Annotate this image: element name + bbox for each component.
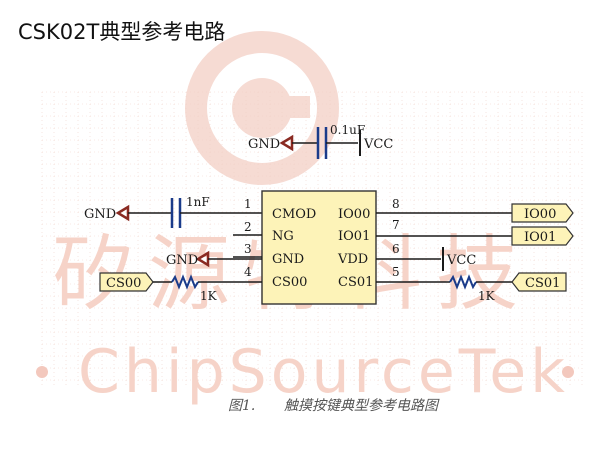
ic-pin-num-8: 8 <box>392 197 400 211</box>
io01-net: IO01 <box>376 226 574 246</box>
resistor-icon <box>449 274 477 290</box>
resistor-left-label: 1K <box>200 289 218 303</box>
ic-pin-num-6: 6 <box>392 242 400 256</box>
port-io01-label: IO01 <box>524 230 556 245</box>
watermark-english-row: ChipSourceTek <box>36 337 574 407</box>
watermark-dot-right <box>562 366 574 378</box>
ground-arrow-icon <box>115 204 130 222</box>
cs01-net: 1K CS01 <box>376 272 567 303</box>
page-title: CSK02T典型参考电路 <box>18 20 226 44</box>
ic-pin-num-1: 1 <box>244 197 252 211</box>
caption-figure-number: 图1. <box>228 398 255 414</box>
top-cap-value: 0.1uF <box>330 123 365 137</box>
vdd-net: VCC <box>376 247 476 271</box>
ic-pin-name-cmod: CMOD <box>272 207 316 222</box>
cs00-net: CS00 1K <box>99 272 262 303</box>
ic-pin-name-vdd: VDD <box>337 252 368 267</box>
top-cap-supply-label: VCC <box>363 137 393 152</box>
ic-pin-name-cs01: CS01 <box>338 275 373 290</box>
port-cs00 <box>99 272 154 292</box>
ic-pin-name-gnd: GND <box>272 252 304 267</box>
ic-pin-num-4: 4 <box>244 265 252 279</box>
ic-pin-name-cs00: CS00 <box>272 275 307 290</box>
port-io00-label: IO00 <box>524 207 556 222</box>
watermark-logo <box>185 31 339 185</box>
port-io00 <box>511 203 574 223</box>
ic-pin-name-io01: IO01 <box>338 229 370 244</box>
pin3-ground: GND <box>166 250 262 268</box>
port-cs01 <box>511 272 567 292</box>
io00-net: IO00 <box>376 203 574 223</box>
resistor-icon <box>171 274 199 290</box>
ic-pin-name-ng: NG <box>272 229 294 244</box>
ic-pin-name-io00: IO00 <box>338 207 370 222</box>
resistor-right-label: 1K <box>478 289 496 303</box>
watermark-dot-left <box>36 366 48 378</box>
vdd-supply-label: VCC <box>446 253 476 268</box>
top-cap-ground-label: GND <box>248 137 280 152</box>
ic-body <box>261 190 377 305</box>
ic-pin-num-3: 3 <box>244 242 252 256</box>
left-cap-value: 1nF <box>186 195 210 209</box>
ic-pin-num-5: 5 <box>392 265 400 279</box>
ic-pin-num-7: 7 <box>392 218 400 232</box>
port-cs01-label: CS01 <box>525 276 560 291</box>
port-cs00-label: CS00 <box>106 276 141 291</box>
watermark-english: ChipSourceTek <box>78 337 569 407</box>
ground-arrow-icon <box>279 134 294 152</box>
pin3-ground-label: GND <box>166 253 198 268</box>
caption-text: 触摸按键典型参考电路图 <box>284 398 440 414</box>
left-cap-ground-label: GND <box>84 207 116 222</box>
ic-chip: 1 2 3 4 CMOD NG GND CS00 8 7 6 5 IO00 IO… <box>233 190 400 305</box>
figure-caption: 图1. 触摸按键典型参考电路图 <box>228 398 440 414</box>
port-io01 <box>511 226 574 246</box>
ic-pin-num-2: 2 <box>244 220 252 234</box>
cmod-capacitor: GND 1nF <box>84 195 262 228</box>
top-decoupling-cap: GND 0.1uF VCC <box>248 123 393 159</box>
